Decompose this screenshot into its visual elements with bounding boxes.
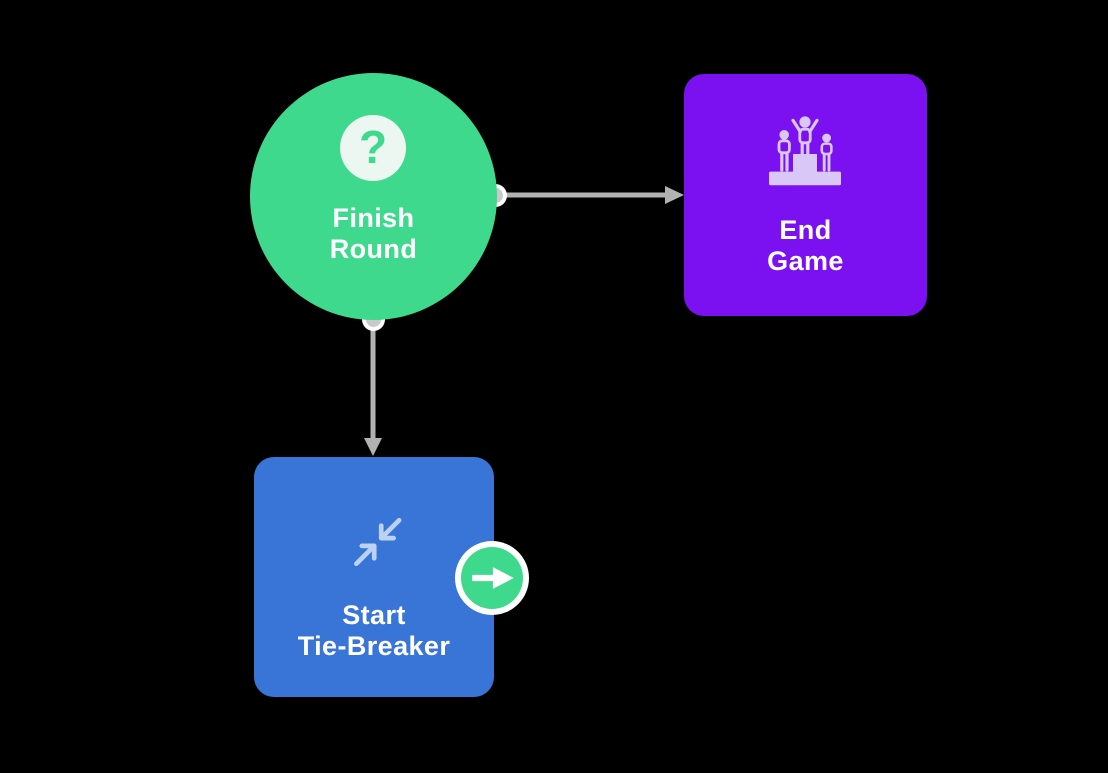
next-step-button-circle <box>461 547 523 609</box>
label-line-1: Start <box>342 600 406 630</box>
label-line-2: Game <box>767 246 844 276</box>
winners-podium-icon <box>769 116 841 186</box>
node-start-tie-breaker[interactable]: Start Tie-Breaker <box>254 457 494 697</box>
label-line-2: Round <box>329 234 418 264</box>
edge-finish-round-to-end-game <box>502 186 684 204</box>
next-step-button[interactable] <box>455 541 529 615</box>
edge-finish-round-to-start-tie-breaker <box>364 326 382 456</box>
node-finish-round-label: Finish Round <box>250 203 497 265</box>
arrowhead-down-icon <box>364 438 382 456</box>
node-end-game-label: End Game <box>684 215 927 277</box>
node-start-tie-breaker-label: Start Tie-Breaker <box>254 600 494 662</box>
collapse-arrows-icon <box>354 517 402 567</box>
question-mark-icon: ? <box>340 115 406 181</box>
arrow-right-icon <box>472 567 514 589</box>
label-line-1: Finish <box>332 203 415 233</box>
arrowhead-right-icon <box>665 186 684 204</box>
node-finish-round[interactable]: ? Finish Round <box>250 73 497 320</box>
label-line-2: Tie-Breaker <box>297 631 451 661</box>
label-line-1: End <box>779 215 832 245</box>
question-mark-glyph: ? <box>358 121 388 173</box>
node-end-game[interactable]: End Game <box>684 74 927 316</box>
